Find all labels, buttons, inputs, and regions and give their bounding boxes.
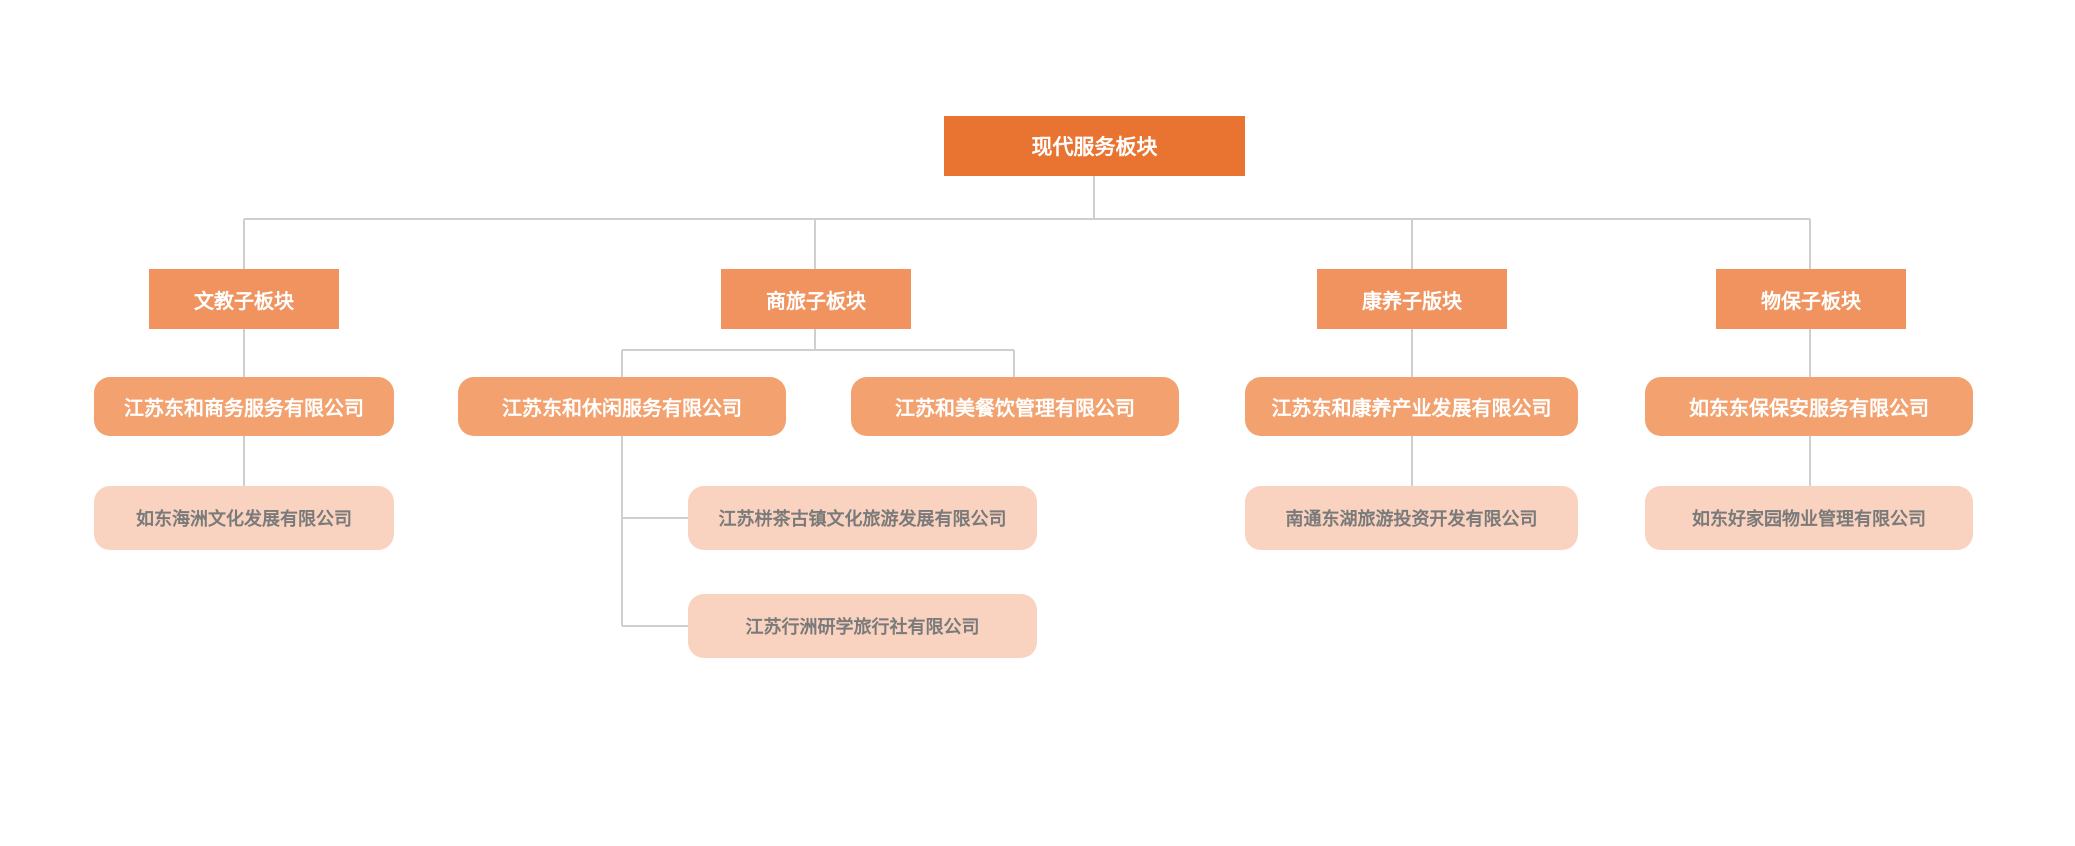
company-dongbaobaoan: 如东东保保安服务有限公司 (1645, 377, 1973, 436)
subsidiary-donghulvyou: 南通东湖旅游投资开发有限公司 (1245, 486, 1578, 550)
root-node: 现代服务板块 (944, 116, 1245, 176)
company-donghexiuxian: 江苏东和休闲服务有限公司 (458, 377, 786, 436)
section-label: 物保子板块 (1761, 288, 1861, 313)
section-kangyang: 康养子版块 (1317, 269, 1507, 329)
section-shanglv: 商旅子板块 (721, 269, 911, 329)
subsidiary-haizhouwenhua: 如东海洲文化发展有限公司 (94, 486, 394, 550)
subsidiary-haojiayuanwuye: 如东好家园物业管理有限公司 (1645, 486, 1973, 550)
subsidiary-label: 如东海洲文化发展有限公司 (136, 509, 352, 530)
root-label: 现代服务板块 (1031, 135, 1158, 159)
section-wubao: 物保子板块 (1716, 269, 1906, 329)
subsidiary-label: 江苏行洲研学旅行社有限公司 (745, 617, 980, 638)
company-dongshekangyang: 江苏东和康养产业发展有限公司 (1245, 377, 1578, 436)
company-label: 江苏东和商务服务有限公司 (124, 396, 364, 420)
section-label: 文教子板块 (194, 288, 294, 313)
subsidiary-label: 南通东湖旅游投资开发有限公司 (1285, 509, 1538, 530)
subsidiary-label: 江苏栟茶古镇文化旅游发展有限公司 (718, 509, 1007, 530)
section-label: 商旅子板块 (766, 288, 866, 313)
company-label: 江苏东和休闲服务有限公司 (502, 396, 742, 420)
company-label: 江苏东和康养产业发展有限公司 (1271, 396, 1552, 420)
section-label: 康养子版块 (1362, 288, 1462, 313)
section-wenjiao: 文教子板块 (149, 269, 339, 329)
subsidiary-xingzhouyanxue: 江苏行洲研学旅行社有限公司 (688, 594, 1037, 658)
subsidiary-benchaguzhen: 江苏栟茶古镇文化旅游发展有限公司 (688, 486, 1037, 550)
company-hemeicanyin: 江苏和美餐饮管理有限公司 (851, 377, 1179, 436)
company-label: 江苏和美餐饮管理有限公司 (895, 396, 1135, 420)
company-label: 如东东保保安服务有限公司 (1689, 396, 1929, 420)
company-dongheshangwu: 江苏东和商务服务有限公司 (94, 377, 394, 436)
subsidiary-label: 如东好家园物业管理有限公司 (1692, 509, 1926, 530)
